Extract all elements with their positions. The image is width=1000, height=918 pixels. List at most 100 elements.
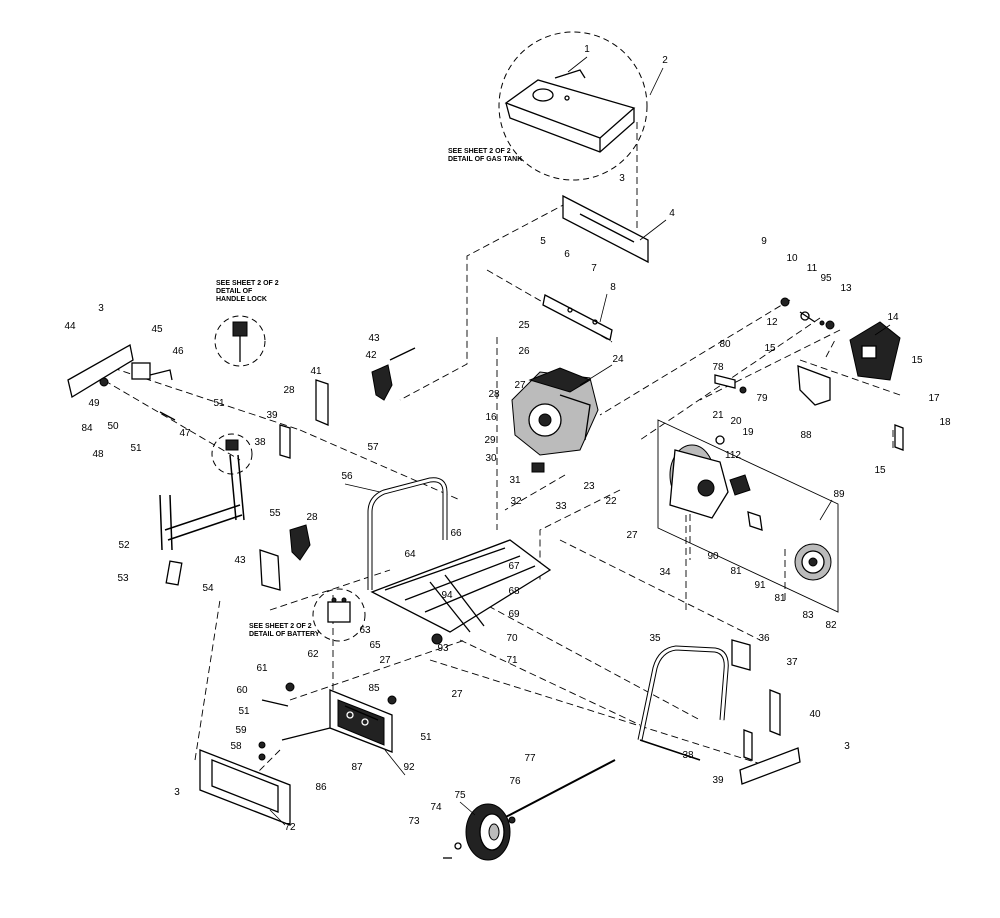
callout-55: 55 — [269, 508, 281, 519]
callout-10: 10 — [786, 253, 798, 264]
callout-20: 20 — [730, 416, 742, 427]
callout-5: 5 — [540, 236, 546, 247]
callout-64: 64 — [404, 549, 416, 560]
callout-84: 84 — [81, 423, 93, 434]
callout-29: 29 — [484, 435, 496, 446]
gas-tank — [504, 69, 636, 153]
leader-lines — [269, 56, 891, 826]
callout-85: 85 — [368, 683, 380, 694]
callout-61: 61 — [256, 663, 268, 674]
callout-15: 15 — [874, 465, 886, 476]
callout-19: 19 — [742, 427, 754, 438]
callout-53: 53 — [117, 573, 129, 584]
callout-42: 42 — [365, 350, 377, 361]
callout-30: 30 — [485, 453, 497, 464]
callout-68: 68 — [508, 586, 520, 597]
callout-28: 28 — [488, 389, 500, 400]
callout-88: 88 — [800, 430, 812, 441]
callout-74: 74 — [430, 802, 442, 813]
callout-3: 3 — [174, 787, 180, 798]
callout-33: 33 — [555, 501, 567, 512]
battery — [327, 597, 351, 623]
callout-62: 62 — [307, 649, 319, 660]
callout-9: 9 — [761, 236, 767, 247]
callout-27: 27 — [451, 689, 463, 700]
callout-46: 46 — [172, 346, 184, 357]
callout-14: 14 — [887, 312, 899, 323]
callout-1: 1 — [584, 44, 590, 55]
callout-8: 8 — [610, 282, 616, 293]
callout-77: 77 — [524, 753, 536, 764]
callout-27: 27 — [514, 380, 526, 391]
callout-71: 71 — [506, 655, 518, 666]
heat-shield — [797, 365, 831, 406]
control-panel — [329, 689, 397, 753]
callout-15: 15 — [911, 355, 923, 366]
callout-2: 2 — [662, 55, 668, 66]
callout-79: 79 — [756, 393, 768, 404]
callout-28: 28 — [283, 385, 295, 396]
frame — [367, 477, 552, 645]
battery-detail-circle — [312, 588, 366, 642]
callout-40: 40 — [809, 709, 821, 720]
callout-6: 6 — [564, 249, 570, 260]
front-panel — [199, 749, 291, 826]
callout-3: 3 — [98, 303, 104, 314]
callout-3: 3 — [844, 741, 850, 752]
callout-94: 94 — [441, 590, 453, 601]
callout-44: 44 — [64, 321, 76, 332]
callout-95: 95 — [820, 273, 832, 284]
callout-59: 59 — [235, 725, 247, 736]
callout-66: 66 — [450, 528, 462, 539]
callout-15: 15 — [764, 343, 776, 354]
battery-note: SEE SHEET 2 OF 2 DETAIL OF BATTERY — [249, 623, 320, 638]
handle-lock-detail — [232, 321, 248, 362]
callout-34: 34 — [659, 567, 671, 578]
callout-63: 63 — [359, 625, 371, 636]
callout-11: 11 — [807, 263, 818, 274]
callout-52: 52 — [118, 540, 130, 551]
muffler — [849, 321, 901, 381]
callout-87: 87 — [351, 762, 363, 773]
callout-73: 73 — [408, 816, 420, 827]
gas-tank-detail-circle — [498, 31, 648, 181]
callout-80: 80 — [719, 339, 731, 350]
engine — [511, 367, 599, 473]
callout-81: 81 — [730, 566, 742, 577]
callout-23: 23 — [583, 481, 595, 492]
callout-112: 112 — [725, 450, 741, 461]
left-panel-parts — [67, 343, 176, 421]
callout-27: 27 — [626, 530, 638, 541]
callout-91: 91 — [754, 580, 766, 591]
tank-bracket — [562, 194, 649, 264]
callout-35: 35 — [649, 633, 661, 644]
callout-4: 4 — [669, 208, 675, 219]
callout-81: 81 — [774, 593, 786, 604]
handle-lock-note: SEE SHEET 2 OF 2 DETAIL OF HANDLE LOCK — [216, 280, 281, 303]
callout-49: 49 — [88, 398, 100, 409]
callout-24: 24 — [612, 354, 624, 365]
callout-83: 83 — [802, 610, 814, 621]
callout-90: 90 — [707, 551, 719, 562]
callout-16: 16 — [485, 412, 497, 423]
callout-13: 13 — [840, 283, 852, 294]
callout-39: 39 — [712, 775, 724, 786]
callout-38: 38 — [254, 437, 266, 448]
callout-25: 25 — [518, 320, 530, 331]
callout-37: 37 — [786, 657, 798, 668]
callout-69: 69 — [508, 609, 520, 620]
left-hardware — [258, 682, 331, 761]
callout-86: 86 — [315, 782, 327, 793]
callout-12: 12 — [766, 317, 778, 328]
callout-7: 7 — [591, 263, 597, 274]
callout-36: 36 — [758, 633, 770, 644]
callout-51: 51 — [238, 706, 250, 717]
callout-43: 43 — [234, 555, 246, 566]
callout-41: 41 — [310, 366, 322, 377]
callout-51: 51 — [420, 732, 432, 743]
callout-70: 70 — [506, 633, 518, 644]
bracket-17 — [894, 424, 904, 451]
callout-92: 92 — [403, 762, 415, 773]
